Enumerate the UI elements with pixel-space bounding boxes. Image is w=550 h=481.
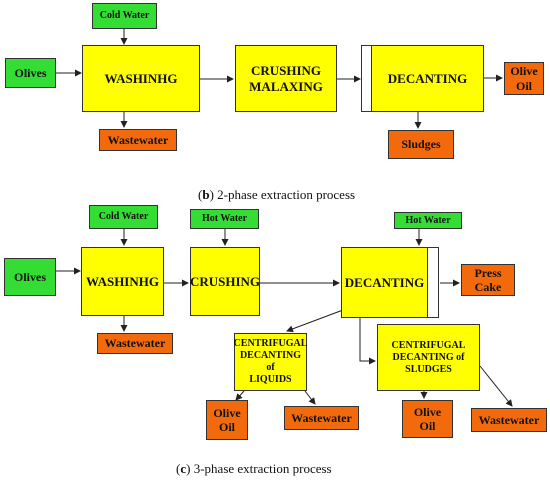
- wastewater-output-3: Wastewater: [97, 333, 173, 354]
- centrifugal-liquids-step: CENTRIFUGAL DECANTING of LIQUIDS: [234, 333, 307, 391]
- cent-liquids-line2: DECANTING of: [239, 350, 302, 373]
- olives-input: Olives: [5, 58, 56, 88]
- olive-oil-output-liquids: Olive Oil: [206, 400, 248, 440]
- decanting-side-strip-3: [427, 247, 439, 318]
- oil-label: Oil: [515, 78, 532, 93]
- hot-water-input-crushing: Hot Water: [190, 209, 259, 229]
- arrow-decanting-to-cent-sludges: [359, 318, 376, 365]
- press-label: Press: [474, 265, 502, 280]
- caption-text-2phase: 2-phase extraction process: [213, 187, 356, 202]
- cold-water-input: Cold Water: [92, 3, 157, 29]
- centrifugal-sludges-step: CENTRIFUGAL DECANTING of SLUDGES: [377, 324, 480, 391]
- wastewater-output-sludges: Wastewater: [471, 408, 547, 432]
- washing-step-3: WASHINHG: [81, 247, 164, 316]
- decanting-step-3: DECANTING: [341, 247, 428, 318]
- hot-water-input-decanting: Hot Water: [394, 212, 462, 229]
- olive-label-3b: Olive: [413, 404, 442, 419]
- olive-oil-output: Olive Oil: [504, 62, 544, 95]
- crushing-label: CRUSHING: [250, 62, 322, 78]
- caption-3phase: (c) 3-phase extraction process: [176, 461, 332, 476]
- crushing-step-3: CRUSHING: [190, 247, 260, 316]
- decanting-step: DECANTING: [371, 45, 484, 112]
- wastewater-output: Wastewater: [99, 129, 177, 151]
- cent-sludges-line1: CENTRIFUGAL: [391, 339, 466, 351]
- wastewater-output-liquids: Wastewater: [284, 406, 359, 430]
- olive-label-3a: Olive: [213, 405, 241, 420]
- arrow-decanting-to-cent-liquids: [286, 309, 344, 333]
- oil-label-3b: Oil: [419, 419, 436, 433]
- cent-liquids-line1: CENTRIFUGAL: [233, 338, 308, 349]
- sludges-output: Sludges: [388, 130, 454, 159]
- cent-liquids-line3: LIQUIDS: [249, 374, 292, 385]
- cent-sludges-line2: DECANTING of: [392, 351, 465, 363]
- cent-sludges-line3: SLUDGES: [405, 363, 452, 375]
- washing-step: WASHINHG: [82, 45, 200, 112]
- arrow-cent-liquids-to-oliveoil: [235, 390, 245, 401]
- cake-label: Cake: [474, 280, 502, 294]
- caption-text-3phase: 3-phase extraction process: [190, 461, 332, 476]
- olives-input-3: Olives: [4, 258, 56, 296]
- cold-water-input-3: Cold Water: [89, 205, 158, 229]
- caption-letter-c: c: [180, 461, 187, 476]
- caption-2phase: (b) 2-phase extraction process: [198, 187, 356, 202]
- caption-letter-b: b: [202, 187, 210, 202]
- olive-label: Olive: [510, 64, 538, 79]
- malaxing-label: MALAXING: [249, 78, 323, 94]
- arrow-cent-sludges-to-wastewater: [479, 365, 513, 407]
- crushing-malaxing-step: CRUSHING MALAXING: [235, 45, 337, 112]
- press-cake-output: Press Cake: [461, 264, 515, 296]
- oil-label-3a: Oil: [218, 420, 235, 434]
- arrow-cent-liquids-to-wastewater: [304, 390, 316, 405]
- olive-oil-output-sludges: Olive Oil: [402, 400, 453, 438]
